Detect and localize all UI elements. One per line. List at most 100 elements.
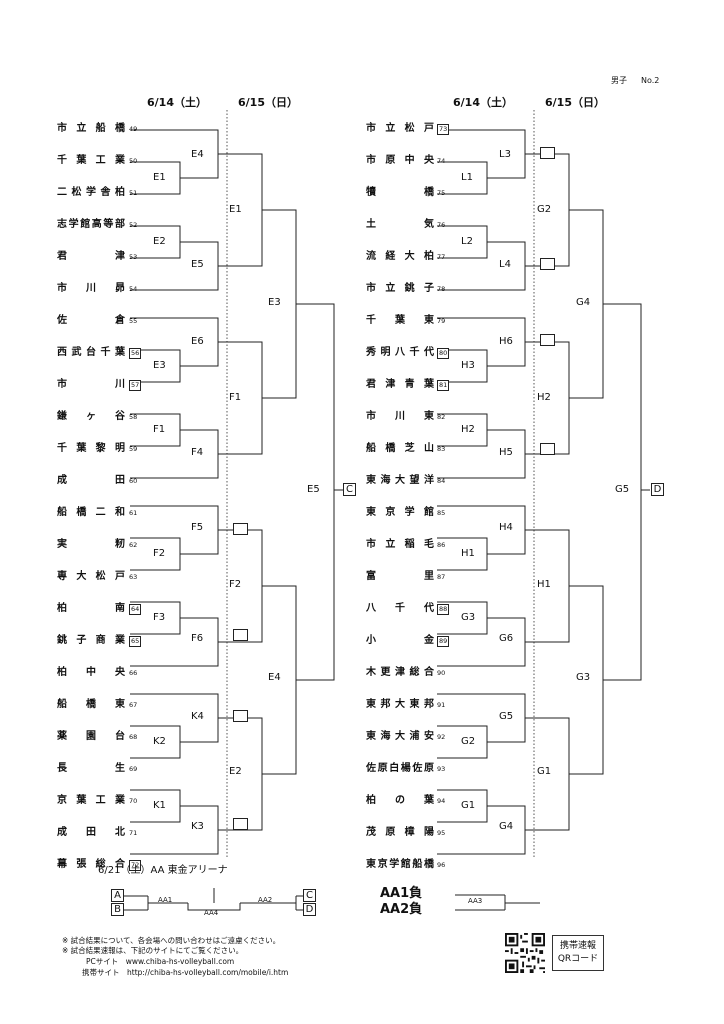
team-name: 柏 の 葉 [366, 795, 434, 806]
team-name: 市 川 [57, 379, 125, 390]
team-number: 66 [129, 669, 138, 677]
team-number: 87 [437, 573, 446, 581]
match-label: H2 [537, 392, 551, 403]
team-number: 53 [129, 253, 138, 261]
result-box [540, 258, 555, 270]
left-date-day2: 6/15（日） [238, 96, 298, 109]
match-label: E2 [229, 766, 242, 777]
team-number: 88 [437, 604, 450, 615]
match-label: K1 [153, 800, 166, 811]
team-name: 流経大柏 [366, 251, 434, 262]
match-label: E4 [191, 149, 204, 160]
team-number: 78 [437, 285, 446, 293]
result-box [233, 629, 248, 641]
team-number: 57 [129, 380, 142, 391]
team-name: 犢 橋 [366, 187, 434, 198]
match-label: H1 [461, 548, 475, 559]
team-name: 東邦大東邦 [366, 699, 434, 710]
match-label: E3 [268, 297, 281, 308]
team-name: 君津青葉 [366, 379, 434, 390]
team-number: 90 [437, 669, 446, 677]
final-d-box: D [303, 903, 316, 916]
team-number: 59 [129, 445, 138, 453]
team-name: 富 里 [366, 571, 434, 582]
match-label: E4 [268, 672, 281, 683]
team-number: 75 [437, 189, 446, 197]
team-number: 56 [129, 348, 142, 359]
team-number: 51 [129, 189, 138, 197]
match-label: L2 [461, 236, 473, 247]
team-number: 89 [437, 636, 450, 647]
note-pc-site: PCサイト www.chiba-hs-volleyball.com [86, 957, 235, 966]
match-label: F5 [191, 522, 204, 533]
team-number: 91 [437, 701, 446, 709]
team-name: 土 気 [366, 219, 434, 230]
team-number: 69 [129, 765, 138, 773]
match-aa2: AA2 [258, 896, 273, 904]
match-label: G3 [461, 612, 476, 623]
team-number: 64 [129, 604, 142, 615]
team-number: 83 [437, 445, 446, 453]
team-number: 76 [437, 221, 446, 229]
match-label: F6 [191, 633, 204, 644]
left-date-day1: 6/14（土） [147, 96, 207, 109]
team-number: 73 [437, 124, 450, 135]
team-name: 千葉工業 [57, 155, 125, 166]
match-label: G5 [615, 484, 630, 495]
team-number: 86 [437, 541, 446, 549]
match-label: H3 [461, 360, 475, 371]
team-name: 君 津 [57, 251, 125, 262]
team-number: 93 [437, 765, 446, 773]
team-number: 72 [129, 860, 142, 871]
match-label: F4 [191, 447, 204, 458]
match-label: G3 [576, 672, 591, 683]
result-box [233, 818, 248, 830]
match-aa1: AA1 [158, 896, 173, 904]
team-number: 70 [129, 797, 138, 805]
team-name: 船橋芝山 [366, 443, 434, 454]
team-number: 74 [437, 157, 446, 165]
match-label: K2 [153, 736, 166, 747]
match-aa3: AA3 [468, 897, 483, 905]
team-name: 志学館高等部 [57, 219, 125, 230]
match-label: H1 [537, 579, 551, 590]
team-name: 千 葉 東 [366, 315, 434, 326]
team-number: 95 [437, 829, 446, 837]
result-box [540, 334, 555, 346]
team-name: 柏 南 [57, 603, 125, 614]
team-number: 52 [129, 221, 138, 229]
team-name: 市立銚子 [366, 283, 434, 294]
qr-label: 携帯速報 QRコード [552, 935, 604, 971]
team-name: 八 千 代 [366, 603, 434, 614]
match-label: H6 [499, 336, 513, 347]
team-name: 銚子商業 [57, 635, 125, 646]
match-label: E5 [191, 259, 204, 270]
match-label: K4 [191, 711, 204, 722]
team-name: 市立稲毛 [366, 539, 434, 550]
team-name: 二松学舎柏 [57, 187, 125, 198]
team-name: 京葉工業 [57, 795, 125, 806]
match-label: E5 [307, 484, 320, 495]
team-number: 71 [129, 829, 138, 837]
match-label: G2 [537, 204, 552, 215]
team-name: 市立松戸 [366, 123, 434, 134]
note-line2: ※ 試合結果速報は、下記のサイトにてご覧ください。 [62, 946, 244, 955]
team-name: 佐 倉 [57, 315, 125, 326]
team-name: 木更津総合 [366, 667, 434, 678]
match-aa4: AA4 [204, 909, 219, 917]
team-name: 専大松戸 [57, 571, 125, 582]
match-label: E2 [153, 236, 166, 247]
team-name: 船橋二和 [57, 507, 125, 518]
team-number: 96 [437, 861, 446, 869]
team-name: 市 川 昴 [57, 283, 125, 294]
result-box [540, 147, 555, 159]
team-number: 84 [437, 477, 446, 485]
final-a-box: A [111, 889, 124, 902]
loser-aa1: AA1負 [380, 886, 423, 901]
team-number: 79 [437, 317, 446, 325]
match-label: E3 [153, 360, 166, 371]
team-name: 市立船橋 [57, 123, 125, 134]
final-date-venue: 6/21（土）AA 東金アリーナ [98, 865, 228, 876]
team-name: 東京学館船橋 [366, 859, 434, 870]
team-name: 秀明八千代 [366, 347, 434, 358]
